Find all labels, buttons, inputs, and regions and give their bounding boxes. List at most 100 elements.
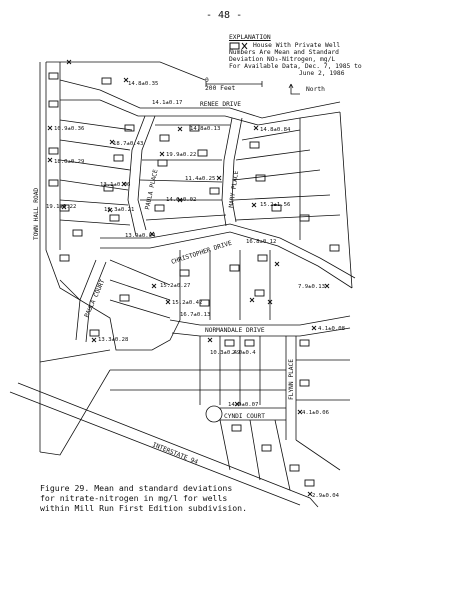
caption-line-1: Figure 29. Mean and standard deviations xyxy=(40,483,233,493)
caption-line-3: within Mill Run First Edition subdivisio… xyxy=(40,503,248,513)
normandale-drive-north xyxy=(169,315,351,326)
house xyxy=(244,339,255,347)
well-value: 19.1±0.22 xyxy=(46,204,76,210)
house xyxy=(209,187,220,195)
town-hall-road-label: TOWN HALL ROAD xyxy=(33,188,40,240)
house xyxy=(101,77,112,85)
well-value: 13.3±0.28 xyxy=(98,337,129,343)
well-value: 14.6±0.02 xyxy=(166,197,196,203)
normandale-drive-south xyxy=(171,327,351,337)
well-value: 2.0±0.4 xyxy=(232,350,256,356)
house xyxy=(103,184,114,192)
well-value: 18.0±0.29 xyxy=(54,159,84,165)
page-number: - 48 - xyxy=(206,10,243,21)
north-boundary xyxy=(46,61,206,81)
house xyxy=(113,154,124,162)
flynn-place-label: FLYNN PLACE xyxy=(288,359,295,400)
well-value: 7.9±0.13 xyxy=(298,284,325,290)
house xyxy=(224,339,235,347)
mary-place-label: MARY PLACE xyxy=(228,170,240,208)
caption-line-2: for nitrate-nitrogen in mg/l for wells xyxy=(40,493,228,503)
well-value: 19.9±0.22 xyxy=(166,152,196,158)
house xyxy=(48,72,59,80)
well-value: 14.1±0.17 xyxy=(152,100,182,106)
house xyxy=(329,244,340,252)
well-value: 14.8±0.13 xyxy=(190,126,220,132)
well-value: 15.2±0.27 xyxy=(160,283,190,289)
house xyxy=(231,424,242,432)
paula-place-east xyxy=(137,115,156,231)
scale-label: 200 Feet xyxy=(205,85,236,92)
well-value: 14.0±0.07 xyxy=(228,402,258,408)
house xyxy=(254,289,265,297)
christopher-drive-north xyxy=(100,223,356,279)
house xyxy=(48,100,59,108)
house xyxy=(179,269,190,277)
house xyxy=(257,254,268,262)
figure-caption: Figure 29. Mean and standard deviations … xyxy=(40,483,260,513)
well-value: 4.1±0.08 xyxy=(318,326,346,332)
well-values: 14.8±0.35 14.1±0.17 10.9±0.36 18.7±0.43 … xyxy=(46,81,346,499)
cyndi-court xyxy=(212,407,286,421)
house xyxy=(154,204,165,212)
legend-item-row: House With Private Well xyxy=(229,42,429,50)
well-value: 13.9±0.04 xyxy=(125,233,156,239)
house xyxy=(59,204,70,212)
lot-lines-christopher-south xyxy=(179,250,271,320)
legend-item-label: House With Private Well xyxy=(253,42,341,49)
paula-place-west xyxy=(127,115,146,237)
house xyxy=(289,464,300,472)
house xyxy=(189,124,200,132)
well-marks xyxy=(47,59,330,497)
lot-lines-normandale-south xyxy=(110,336,286,405)
paula-court-east xyxy=(85,261,107,343)
mary-place-east xyxy=(231,117,243,223)
house xyxy=(48,179,59,187)
house xyxy=(299,339,310,347)
house xyxy=(255,174,266,182)
house xyxy=(299,214,310,222)
well-value: 4.1±0.06 xyxy=(302,410,329,416)
house xyxy=(299,379,310,387)
house xyxy=(119,294,130,302)
cyndi-court-label: CYNDI COURT xyxy=(224,413,265,420)
paula-place-label: PAULA PLACE xyxy=(144,169,159,211)
lot-lines-southwest xyxy=(59,259,171,319)
north-label: North xyxy=(306,86,325,93)
house xyxy=(199,299,210,307)
house xyxy=(249,141,260,149)
house xyxy=(304,479,315,487)
well-value: 13.1±0.06 xyxy=(100,182,130,188)
normandale-drive-label: NORMANDALE DRIVE xyxy=(205,327,265,334)
legend-desc-3: For Available Data, Dec. 7, 1985 to xyxy=(229,63,362,70)
well-value: 10.9±0.36 xyxy=(54,126,84,132)
house xyxy=(59,254,70,262)
legend-title: EXPLANATION xyxy=(229,34,271,41)
legend: EXPLANATION House With Private Well Numb… xyxy=(229,34,429,78)
interstate-94-edge xyxy=(17,382,311,499)
well-value: 15.2±0.42 xyxy=(172,300,202,306)
house xyxy=(271,204,282,212)
renee-drive-label: RENEE DRIVE xyxy=(200,101,241,108)
lot-lines-west xyxy=(59,79,133,226)
house xyxy=(89,329,100,337)
house xyxy=(159,134,170,142)
christopher-drive-south xyxy=(100,231,353,289)
house xyxy=(229,264,240,272)
house xyxy=(109,214,120,222)
house xyxy=(157,159,168,167)
mary-place-west xyxy=(221,117,233,227)
well-value: 12.3±0.21 xyxy=(104,207,134,213)
well-value: 14.8±0.84 xyxy=(260,127,291,133)
house xyxy=(72,229,83,237)
lot-lines-east xyxy=(233,111,353,289)
house-well-icon xyxy=(229,42,248,50)
well-value: 2.9±0.04 xyxy=(312,493,340,499)
legend-desc-2: Deviation NO₃-Nitrogen, mg/L xyxy=(229,56,336,63)
house xyxy=(124,124,135,132)
well-value: 10.3±0.49 xyxy=(210,350,240,356)
cyndi-court-cul-de-sac xyxy=(205,405,223,423)
well-value: 14.8±0.35 xyxy=(128,81,158,87)
houses xyxy=(48,72,340,487)
